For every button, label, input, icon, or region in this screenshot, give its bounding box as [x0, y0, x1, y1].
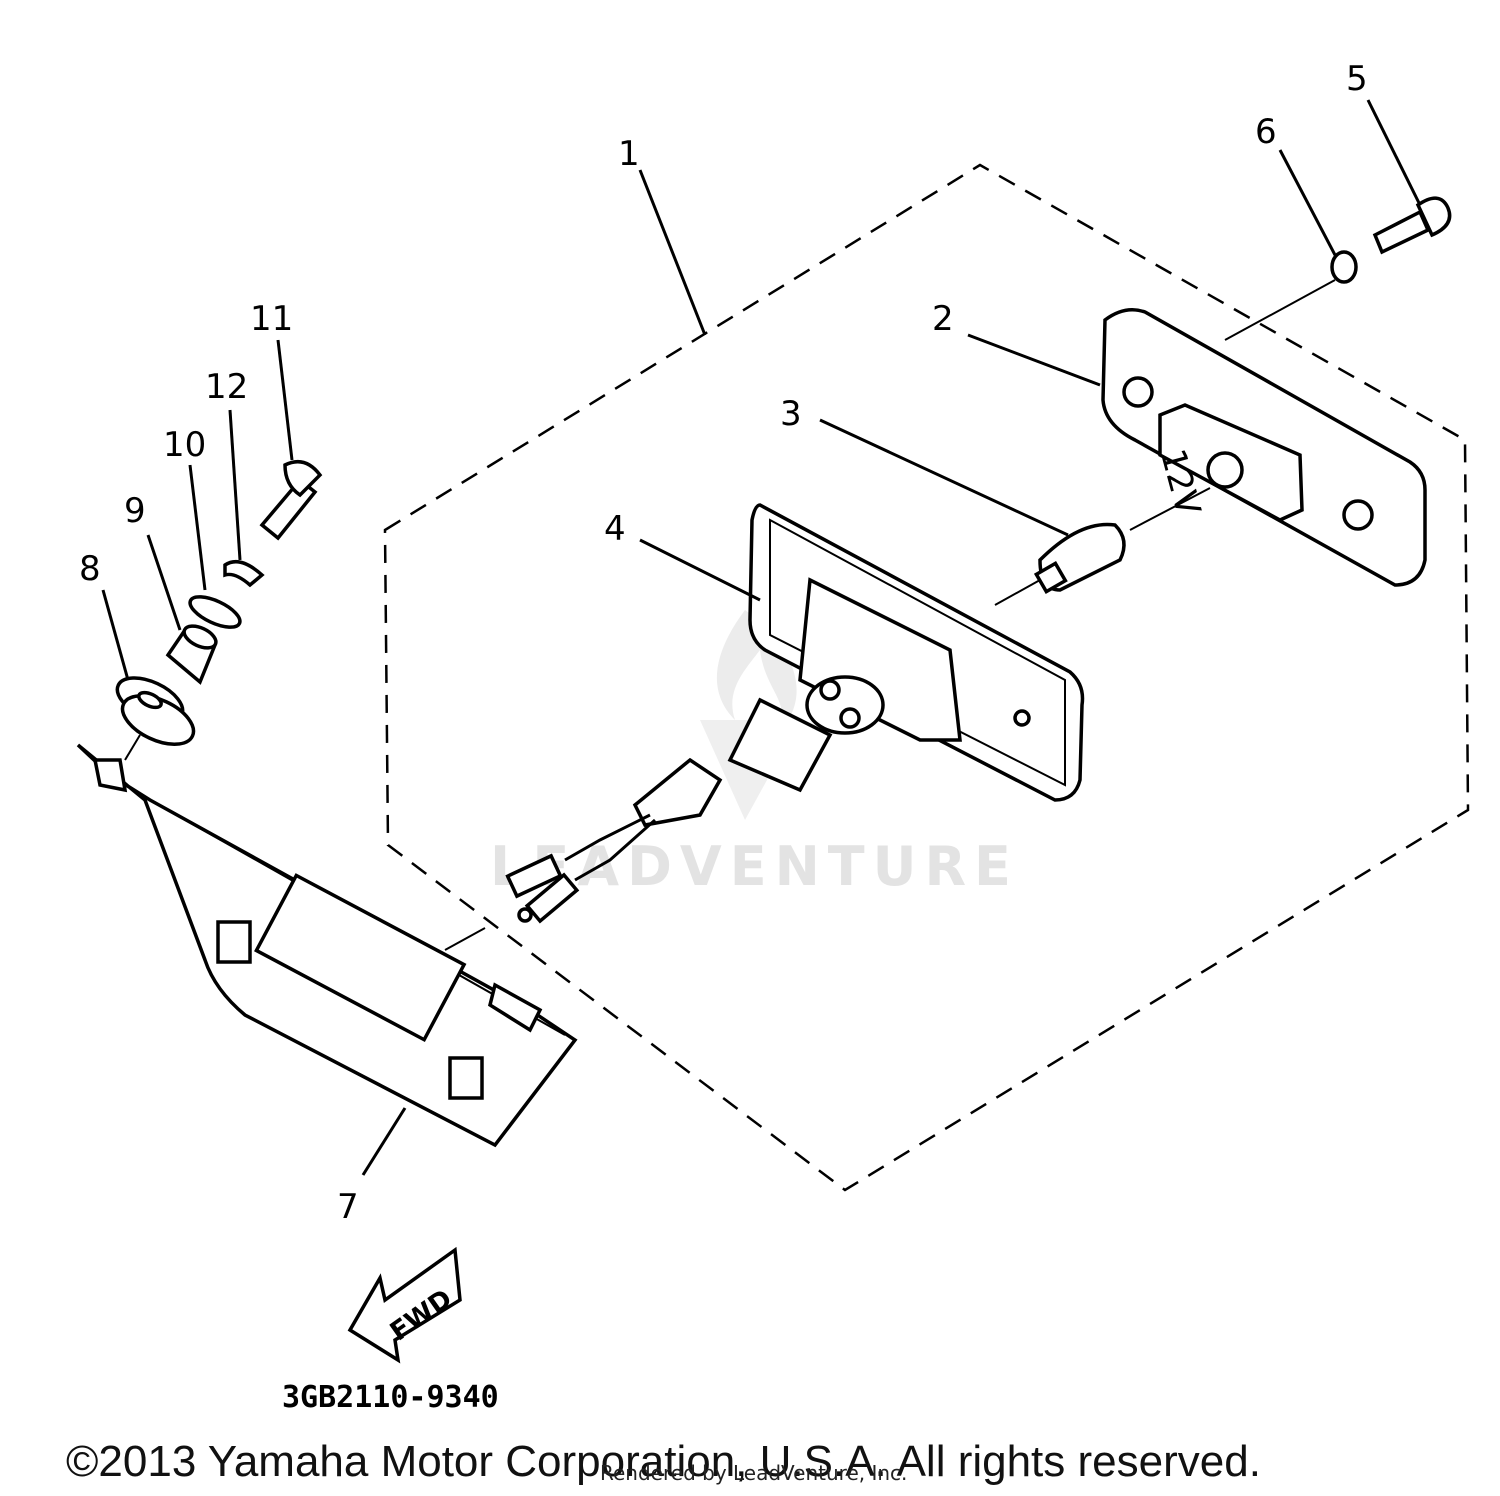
callout-5: 5	[1346, 59, 1368, 99]
part-10-washer	[188, 595, 242, 629]
callout-4: 4	[604, 509, 626, 549]
callout-2: 2	[932, 299, 954, 339]
part-9-collar	[165, 624, 218, 685]
rendered-by-notice: Rendered by LeadVenture, Inc.	[600, 1461, 907, 1485]
part-8-grommet	[115, 676, 196, 746]
callout-9: 9	[124, 491, 146, 531]
part-5-bolt	[1372, 196, 1452, 255]
leader-lines	[101, 99, 1422, 1176]
part-7-bracket	[76, 743, 578, 1148]
callout-7: 7	[337, 1187, 359, 1227]
callout-3: 3	[780, 394, 802, 434]
diagram-part-number: 3GB2110-9340	[282, 1380, 499, 1415]
callout-10: 10	[163, 425, 206, 465]
part-6-washer	[1330, 250, 1358, 284]
wire-harness	[505, 757, 723, 924]
callout-8: 8	[79, 549, 101, 589]
callout-1: 1	[618, 134, 640, 174]
watermark-text: LEADVENTURE	[490, 835, 1019, 898]
copyright-notice: ©2013 Yamaha Motor Corporation, U.S.A. A…	[66, 1437, 1261, 1486]
callout-12: 12	[205, 367, 248, 407]
callout-6: 6	[1255, 112, 1277, 152]
part-12-clip	[223, 559, 265, 588]
part-4-lens-housing	[727, 503, 1085, 802]
callouts: 1 2 3 4 5 6 7 8 9 10 11 12	[79, 59, 1368, 1227]
assembly-boundary	[383, 163, 1470, 1192]
fwd-arrow-icon: FWD	[347, 1246, 462, 1364]
callout-11: 11	[250, 299, 293, 339]
part-2-base-plate: 12V	[1101, 308, 1427, 587]
part-11-screw	[259, 459, 323, 541]
part-3-bulb	[1033, 522, 1126, 595]
